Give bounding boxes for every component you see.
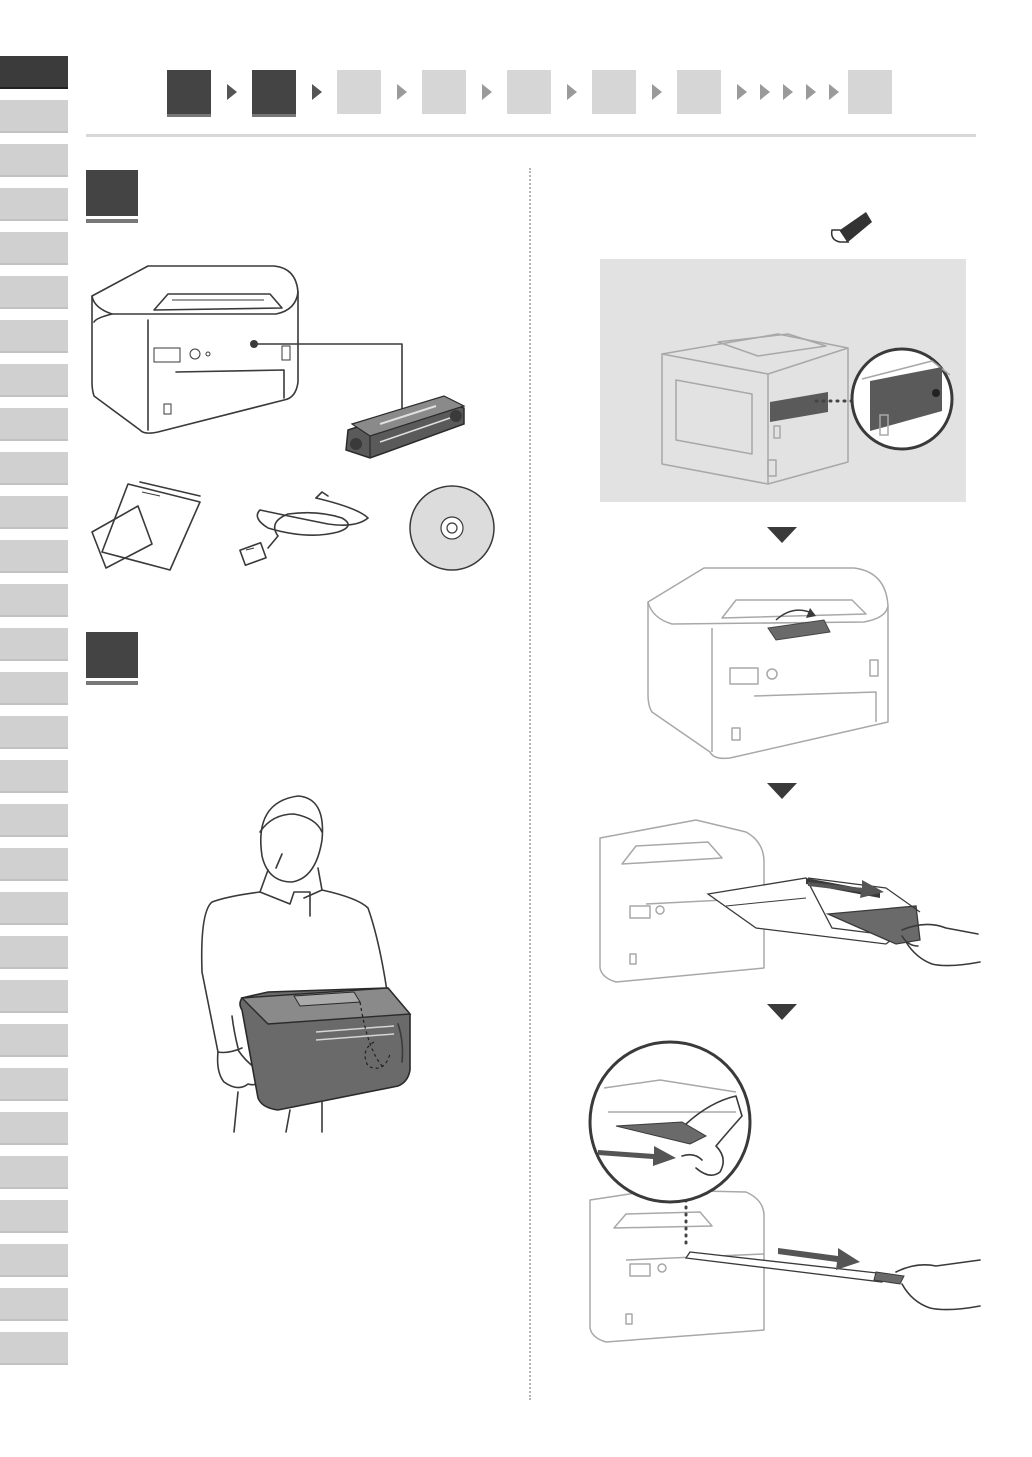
pull-direction-arrow-icon [776, 1244, 862, 1270]
step-arrow-icon [783, 84, 793, 100]
language-tab[interactable] [0, 1024, 68, 1057]
language-tab[interactable] [0, 276, 68, 309]
language-tab[interactable] [0, 100, 68, 133]
arrow-down-icon [767, 1004, 797, 1020]
person-carrying-printer-icon [198, 792, 423, 1137]
printer-top-tape-icon [644, 562, 892, 762]
step-arrow-icon [760, 84, 770, 100]
arrow-down-icon [767, 783, 797, 799]
language-tab[interactable] [0, 1156, 68, 1189]
language-tab[interactable] [0, 452, 68, 485]
language-tab[interactable] [0, 188, 68, 221]
step-indicator [422, 70, 466, 114]
language-tab[interactable] [0, 1288, 68, 1321]
column-divider [529, 168, 531, 1400]
header-divider [86, 134, 976, 137]
language-tab[interactable] [0, 144, 68, 177]
language-tab[interactable] [0, 892, 68, 925]
section-number-badge [86, 170, 138, 219]
language-tab[interactable] [0, 716, 68, 749]
step-arrow-icon [652, 84, 662, 100]
toner-cartridge-icon [340, 394, 470, 466]
pull-out-strip-icon [586, 1040, 981, 1345]
language-tab[interactable] [0, 628, 68, 661]
step-indicator [252, 70, 296, 117]
step-arrow-icon [227, 84, 237, 100]
step-arrow-icon [312, 84, 322, 100]
language-tab[interactable] [0, 1244, 68, 1277]
step-indicator [592, 70, 636, 114]
power-cord-icon [238, 488, 373, 568]
language-tab[interactable] [0, 540, 68, 573]
language-tab[interactable] [0, 56, 68, 89]
language-tab[interactable] [0, 232, 68, 265]
language-tab[interactable] [0, 408, 68, 441]
language-tab[interactable] [0, 980, 68, 1013]
language-tab[interactable] [0, 848, 68, 881]
language-tab[interactable] [0, 364, 68, 397]
tape-icon [828, 208, 874, 246]
language-tab[interactable] [0, 584, 68, 617]
step-indicator [167, 70, 211, 117]
language-tab-strip [0, 56, 68, 1376]
arrow-down-icon [767, 527, 797, 543]
language-tab[interactable] [0, 496, 68, 529]
pull-direction-arrow-icon [806, 876, 886, 898]
step-arrow-icon [806, 84, 816, 100]
pull-out-sheet-icon [596, 818, 981, 983]
language-tab[interactable] [0, 1332, 68, 1365]
language-tab[interactable] [0, 760, 68, 793]
language-tab[interactable] [0, 320, 68, 353]
section-number-badge [86, 632, 138, 681]
language-tab[interactable] [0, 936, 68, 969]
step-progress [167, 70, 897, 118]
pull-direction-arrow-icon [596, 1146, 678, 1168]
step-arrow-icon [829, 84, 839, 100]
language-tab[interactable] [0, 1068, 68, 1101]
step-indicator [337, 70, 381, 114]
step-arrow-icon [567, 84, 577, 100]
step-arrow-icon [482, 84, 492, 100]
language-tab[interactable] [0, 804, 68, 837]
step-indicator [507, 70, 551, 114]
step-arrow-icon [737, 84, 747, 100]
printer-back-tape-icon [658, 332, 858, 487]
language-tab[interactable] [0, 672, 68, 705]
step-arrow-icon [397, 84, 407, 100]
zoom-circle [848, 345, 956, 453]
language-tab[interactable] [0, 1112, 68, 1145]
manual-icon [88, 478, 206, 573]
step-indicator [677, 70, 721, 114]
language-tab[interactable] [0, 1200, 68, 1233]
cd-rom-icon [408, 484, 496, 572]
step-indicator [848, 70, 892, 114]
